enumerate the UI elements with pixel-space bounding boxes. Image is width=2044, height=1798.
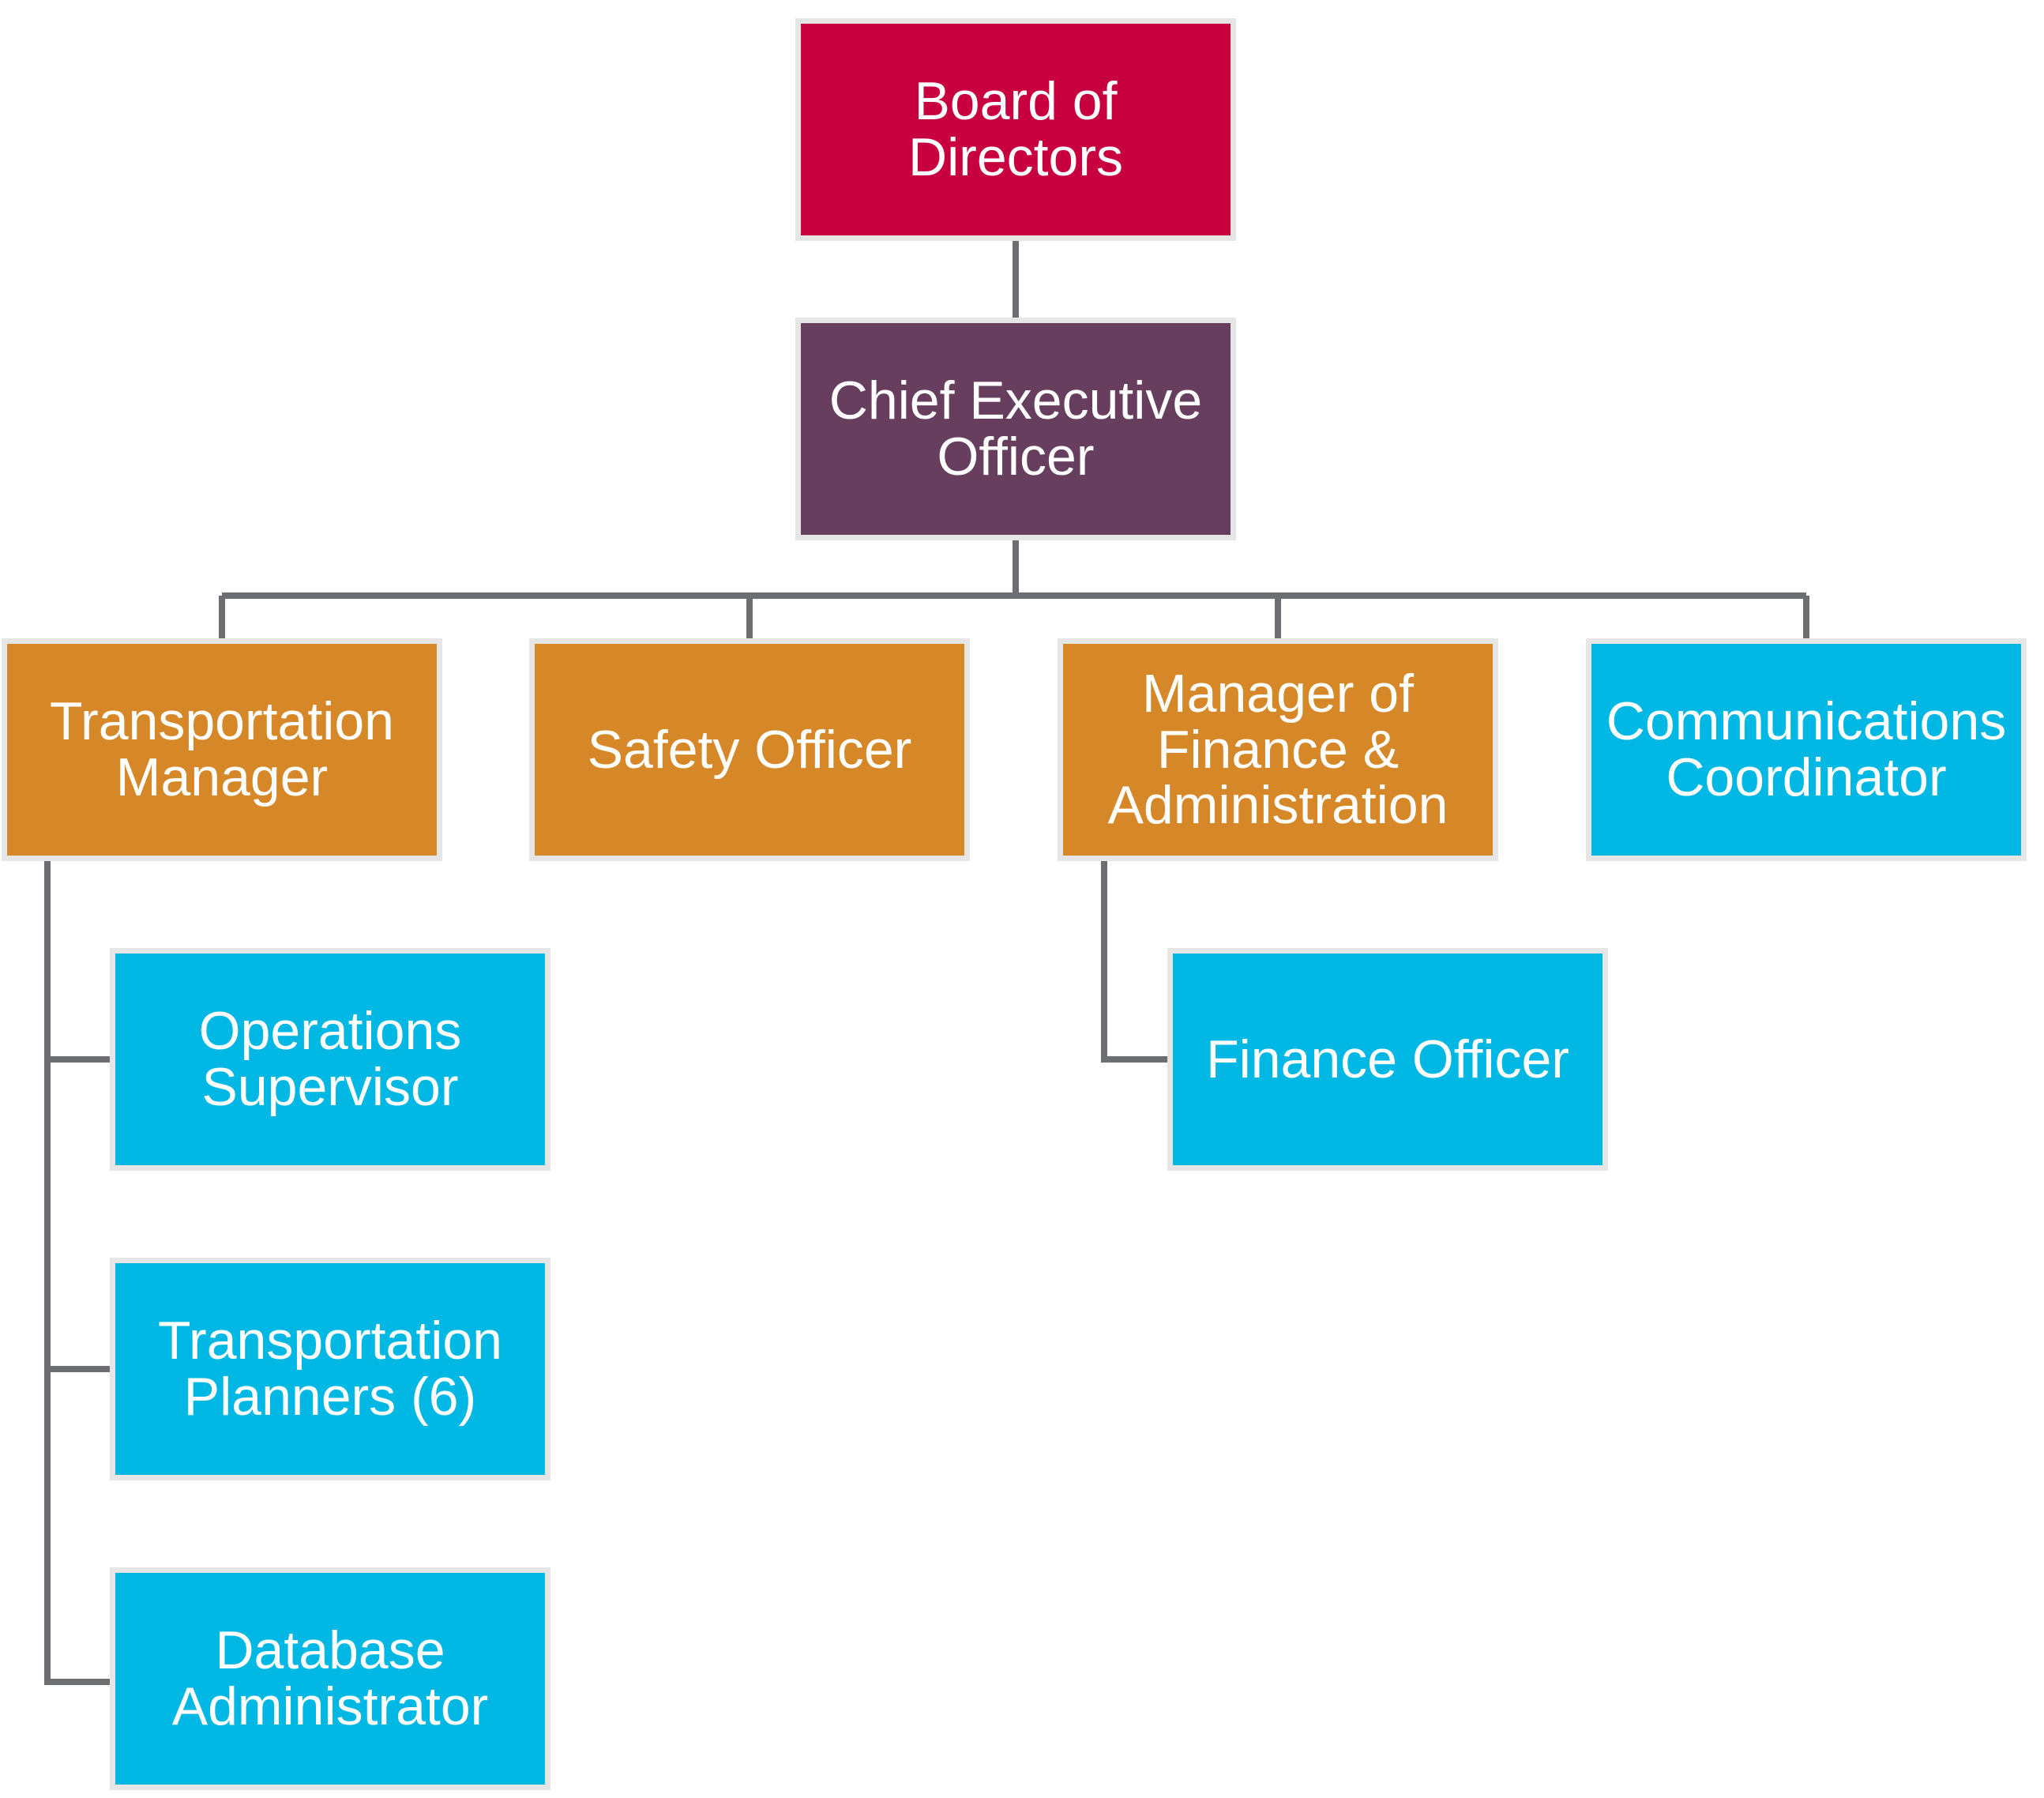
finance-officer-label: Finance Officer bbox=[1206, 1029, 1569, 1089]
safety-officer-box: Safety Officer bbox=[529, 638, 970, 861]
database-administrator-box: Database Administrator bbox=[110, 1567, 550, 1790]
connector-mfa-finance-officer bbox=[1101, 861, 1167, 1063]
board-of-directors-box: Board of Directors bbox=[795, 18, 1236, 241]
chief-executive-officer-box: Chief Executive Officer bbox=[795, 318, 1236, 540]
board-of-directors-label: Board of Directors bbox=[907, 71, 1124, 187]
operations-supervisor-box: Operations Supervisor bbox=[110, 948, 550, 1171]
manager-finance-administration-label: Manager of Finance & Administration bbox=[1107, 663, 1448, 836]
safety-officer-label: Safety Officer bbox=[587, 719, 912, 780]
database-administrator-label: Database Administrator bbox=[171, 1620, 489, 1736]
transportation-planners-box: Transportation Planners (6) bbox=[110, 1258, 550, 1480]
communications-coordinator-label: Communications Coordinator bbox=[1606, 691, 2007, 807]
transportation-manager-box: Transportation Manager bbox=[2, 638, 442, 861]
connector-tm-spine bbox=[44, 861, 110, 1685]
finance-officer-box: Finance Officer bbox=[1167, 948, 1608, 1171]
transportation-manager-label: Transportation Manager bbox=[50, 691, 394, 807]
manager-finance-administration-box: Manager of Finance & Administration bbox=[1058, 638, 1498, 861]
communications-coordinator-box: Communications Coordinator bbox=[1586, 638, 2027, 861]
chief-executive-officer-label: Chief Executive Officer bbox=[828, 371, 1203, 487]
transportation-planners-label: Transportation Planners (6) bbox=[158, 1311, 502, 1427]
operations-supervisor-label: Operations Supervisor bbox=[198, 1001, 462, 1117]
